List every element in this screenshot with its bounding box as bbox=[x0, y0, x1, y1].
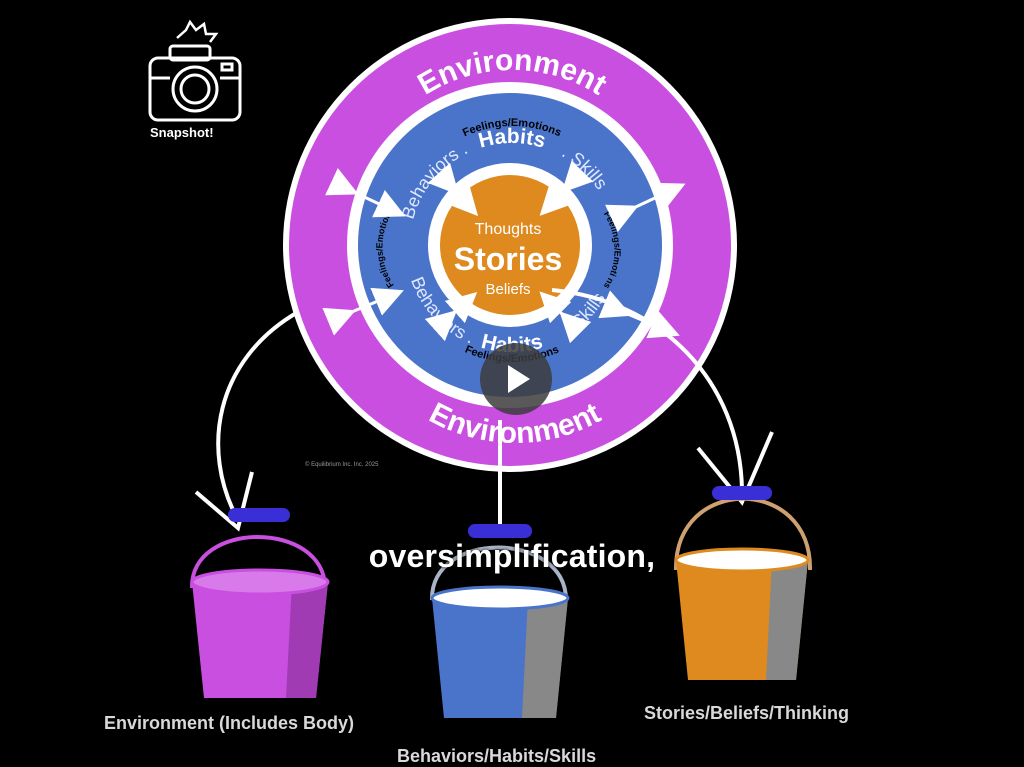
bucket-shade bbox=[522, 598, 568, 718]
arrow-core-lower-right bbox=[539, 291, 592, 344]
bucket-handle-grip bbox=[468, 524, 532, 538]
connector-arrowheads bbox=[194, 431, 774, 532]
arrow-upper-right bbox=[605, 182, 686, 232]
play-button[interactable] bbox=[480, 343, 552, 415]
bucket-behaviors bbox=[429, 524, 570, 718]
arrow-lower-left bbox=[322, 287, 404, 336]
connector-stories bbox=[551, 288, 744, 491]
bucket-label-behaviors: Behaviors/Habits/Skills bbox=[397, 746, 597, 766]
arrowhead-environment bbox=[194, 471, 254, 532]
arrow-core-lower-left bbox=[424, 291, 478, 342]
arrow-core-upper-left bbox=[427, 162, 479, 217]
arrowhead-stories bbox=[696, 431, 774, 506]
bucket-stories bbox=[673, 486, 813, 680]
arrow-core-upper-right bbox=[539, 160, 594, 216]
bucket-rim bbox=[190, 568, 330, 596]
camera-icon bbox=[148, 19, 242, 122]
bucket-handle-wire bbox=[189, 535, 327, 589]
bucket-connectors bbox=[216, 288, 744, 525]
bucket-label-environment: Environment (Includes Body) bbox=[104, 713, 355, 733]
bucket-shade bbox=[286, 582, 328, 698]
snapshot-label: Snapshot! bbox=[150, 125, 214, 140]
thoughts-label: Thoughts bbox=[475, 221, 542, 238]
video-caption: oversimplification, bbox=[368, 538, 656, 574]
copyright-text: © Equilibrium Inc. Inc. 2025 bbox=[305, 461, 379, 468]
bucket-environment bbox=[189, 508, 330, 698]
bucket-shade bbox=[766, 560, 808, 680]
arrow-upper-left bbox=[325, 168, 406, 218]
bucket-rim bbox=[674, 547, 810, 573]
stories-label: Stories bbox=[454, 241, 562, 277]
play-icon bbox=[508, 365, 530, 393]
bucket-handle-wire bbox=[429, 545, 568, 601]
connector-environment bbox=[216, 310, 300, 521]
bucket-handle-grip bbox=[228, 508, 290, 522]
beliefs-label: Beliefs bbox=[485, 281, 530, 298]
bucket-rim bbox=[430, 585, 570, 611]
bucket-label-stories: Stories/Beliefs/Thinking bbox=[644, 703, 850, 723]
bucket-handle-grip bbox=[712, 486, 772, 500]
